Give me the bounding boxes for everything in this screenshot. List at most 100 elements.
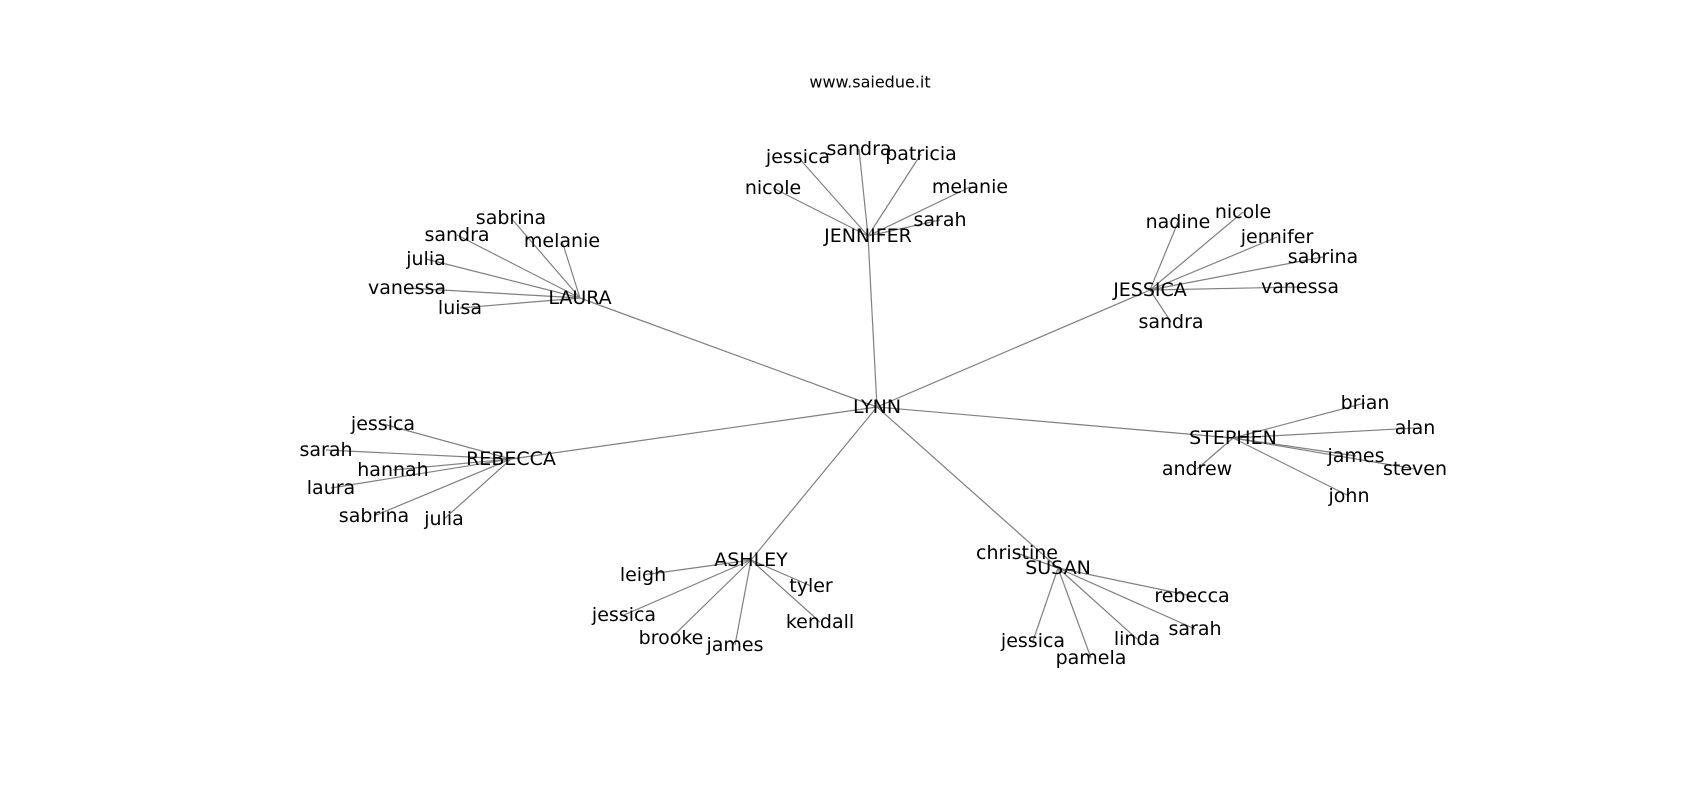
edge-laura-julia [425, 258, 581, 299]
edge-stephen-steven [1232, 437, 1416, 470]
edge-jennifer-patricia [867, 153, 922, 237]
edge-ashley-brooke [670, 559, 752, 639]
edge-lynn-stephen [876, 406, 1234, 439]
edge-susan-linda [1057, 567, 1138, 640]
edge-susan-christine [1016, 552, 1059, 569]
edge-rebecca-sabrina [373, 458, 512, 517]
edge-ashley-jessica [623, 559, 752, 616]
node-leaf-laura-julia: julia [405, 248, 446, 270]
edge-ashley-leigh [642, 559, 752, 576]
node-leaf-susan-sarah: sarah [1168, 618, 1221, 640]
node-leaf-susan-christine: christine [976, 542, 1058, 564]
node-leaf-rebecca-laura: laura [307, 477, 355, 499]
node-leaf-jennifer-jessica: jessica [765, 146, 830, 168]
node-leaf-rebecca-sabrina: sabrina [339, 505, 409, 527]
node-leaf-ashley-tyler: tyler [789, 575, 833, 597]
node-leaf-laura-sabrina: sabrina [476, 207, 546, 229]
edge-jennifer-jessica [797, 156, 869, 237]
edge-jessica-nadine [1149, 221, 1179, 291]
edge-laura-luisa [459, 297, 581, 309]
node-leaf-susan-linda: linda [1114, 628, 1160, 650]
edge-ashley-tyler [750, 559, 812, 587]
node-leaf-stephen-james: james [1326, 445, 1384, 467]
node-leaf-jennifer-patricia: patricia [885, 143, 957, 165]
edge-susan-sarah [1057, 567, 1196, 630]
edge-rebecca-laura [330, 458, 512, 489]
edge-susan-rebecca [1057, 567, 1193, 597]
site-watermark: www.saiedue.it [809, 73, 930, 92]
edge-laura-sabrina [510, 217, 581, 299]
edge-rebecca-julia [443, 458, 512, 520]
node-leaf-jennifer-sarah: sarah [913, 209, 966, 231]
node-leaf-laura-sandra: sandra [424, 224, 489, 246]
edge-rebecca-jessica [382, 423, 512, 460]
edge-susan-pamela [1057, 567, 1092, 659]
node-hub-jennifer: JENNIFER [823, 225, 912, 247]
node-leaf-ashley-jessica: jessica [591, 604, 656, 626]
edge-lynn-jessica [876, 289, 1151, 408]
edge-laura-melanie [561, 240, 581, 299]
edge-laura-vanessa [406, 287, 581, 299]
node-leaf-stephen-alan: alan [1395, 417, 1436, 439]
node-hub-laura: LAURA [548, 287, 611, 309]
node-leaf-stephen-brian: brian [1341, 392, 1390, 414]
edge-jessica-jennifer [1149, 236, 1278, 291]
node-leaf-jessica-nadine: nadine [1146, 211, 1211, 233]
node-leaf-rebecca-julia: julia [423, 508, 464, 530]
edge-jennifer-nicole [772, 187, 869, 237]
edge-jennifer-sandra [858, 148, 869, 237]
edge-jennifer-melanie [867, 186, 971, 237]
node-leaf-jessica-sabrina: sabrina [1288, 246, 1358, 268]
edge-stephen-brian [1232, 402, 1366, 439]
node-leaf-ashley-brooke: brooke [639, 627, 704, 649]
edges [325, 148, 1416, 659]
node-leaf-jennifer-nicole: nicole [745, 177, 801, 199]
edge-susan-jessica [1032, 567, 1059, 642]
edge-laura-sandra [456, 234, 581, 299]
node-hub-jessica: JESSICA [1112, 279, 1187, 301]
node-hub-ashley: ASHLEY [714, 549, 788, 571]
edge-jessica-sandra [1149, 289, 1172, 323]
node-leaf-stephen-steven: steven [1383, 458, 1447, 480]
node-leaf-susan-jessica: jessica [1000, 630, 1065, 652]
node-hub-susan: SUSAN [1025, 557, 1091, 579]
edge-stephen-john [1232, 437, 1350, 497]
node-hub-rebecca: REBECCA [466, 448, 556, 470]
edge-jennifer-sarah [867, 219, 941, 237]
node-hub-stephen: STEPHEN [1189, 427, 1277, 449]
node-leaf-stephen-andrew: andrew [1162, 458, 1232, 480]
node-leaf-jessica-vanessa: vanessa [1261, 276, 1339, 298]
node-leaf-rebecca-jessica: jessica [350, 413, 415, 435]
edge-ashley-kendall [750, 559, 821, 623]
node-leaf-jennifer-melanie: melanie [932, 176, 1008, 198]
node-leaf-susan-rebecca: rebecca [1154, 585, 1229, 607]
node-leaf-stephen-john: john [1328, 485, 1370, 507]
node-root-lynn: LYNN [853, 396, 901, 418]
node-leaf-ashley-james: james [705, 634, 763, 656]
edge-lynn-ashley [750, 406, 878, 561]
node-leaf-laura-luisa: luisa [438, 297, 482, 319]
node-leaf-ashley-kendall: kendall [786, 611, 854, 633]
edge-ashley-james [734, 559, 752, 646]
node-leaf-laura-melanie: melanie [524, 230, 600, 252]
edge-lynn-jennifer [867, 235, 878, 408]
node-leaf-jessica-sandra: sandra [1138, 311, 1203, 333]
edge-lynn-laura [579, 297, 878, 408]
edge-lynn-susan [876, 406, 1059, 569]
node-leaf-jessica-nicole: nicole [1215, 201, 1271, 223]
node-leaf-rebecca-hannah: hannah [357, 459, 428, 481]
node-leaf-jessica-jennifer: jennifer [1240, 226, 1314, 248]
edge-jessica-sabrina [1149, 256, 1324, 291]
edge-jessica-vanessa [1149, 286, 1301, 291]
node-leaf-susan-pamela: pamela [1056, 647, 1127, 669]
node-leaf-rebecca-sarah: sarah [299, 439, 352, 461]
edge-stephen-andrew [1196, 437, 1234, 470]
edge-rebecca-sarah [325, 449, 512, 460]
node-leaf-ashley-leigh: leigh [620, 564, 666, 586]
edge-stephen-alan [1232, 427, 1416, 439]
edge-jessica-nicole [1149, 211, 1244, 291]
edge-rebecca-hannah [392, 458, 512, 471]
edge-lynn-rebecca [510, 406, 878, 460]
